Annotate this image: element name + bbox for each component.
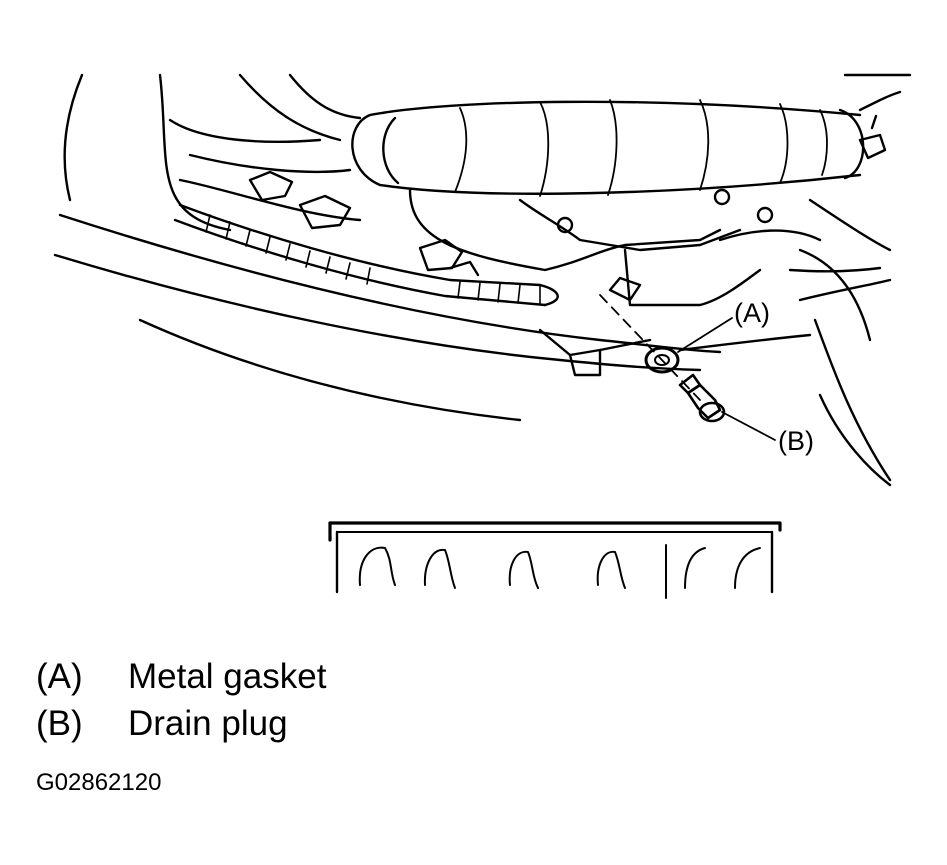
flange-right-3 bbox=[788, 266, 882, 273]
ribbed-hose-top bbox=[178, 203, 542, 287]
hose-lower-edge bbox=[178, 178, 362, 222]
hose-edge-inner bbox=[188, 153, 352, 174]
figure-code: G02862120 bbox=[36, 769, 162, 796]
drain-hole-flange bbox=[608, 276, 642, 302]
body-line-2 bbox=[53, 253, 702, 372]
intake-tube-folds bbox=[454, 99, 828, 197]
bolt-head-2 bbox=[713, 188, 731, 206]
engine-underside-illustration bbox=[53, 73, 912, 599]
hose-clamp-4 bbox=[448, 260, 480, 277]
oil-pan-edge bbox=[798, 248, 872, 342]
upper-arc bbox=[238, 73, 342, 142]
right-body-curve bbox=[818, 393, 892, 487]
oil-pan-lip bbox=[678, 333, 812, 352]
callout-a-label: (A) bbox=[734, 298, 770, 328]
flange-right-2 bbox=[808, 198, 892, 252]
oil-pan-body bbox=[623, 248, 762, 307]
metal-gasket bbox=[644, 346, 680, 374]
intake-tube-inner-end bbox=[382, 116, 400, 185]
intake-tube-top bbox=[368, 100, 862, 117]
leader-line-a bbox=[677, 317, 733, 353]
upper-arc-2 bbox=[288, 73, 362, 120]
drain-pan-oil-splashes bbox=[358, 546, 761, 589]
ribbed-hose-bottom bbox=[173, 218, 547, 307]
drain-plug bbox=[678, 373, 726, 423]
hose-ribs bbox=[205, 214, 541, 305]
metal-gasket-hole bbox=[654, 354, 670, 366]
legend-key: (B) bbox=[36, 704, 83, 743]
flange-right bbox=[798, 278, 892, 302]
intake-tube-bottom bbox=[378, 173, 862, 195]
hose-clamp-1 bbox=[248, 170, 294, 202]
bolt-head-1 bbox=[556, 216, 574, 234]
tube-bolt-stem bbox=[870, 114, 878, 130]
body-line-3 bbox=[138, 318, 522, 422]
oil-pan-lower bbox=[813, 318, 892, 482]
hose-bend bbox=[168, 118, 322, 144]
left-frame-curve bbox=[63, 73, 84, 202]
drain-pan bbox=[328, 521, 782, 599]
oil-pan-side bbox=[718, 229, 822, 242]
intake-tube-left-end bbox=[351, 113, 382, 187]
legend-label: Metal gasket bbox=[128, 657, 327, 696]
legend-label: Drain plug bbox=[128, 704, 288, 743]
drain-bracket-foot bbox=[598, 338, 652, 352]
hose-upper-edge bbox=[158, 73, 232, 232]
legend-key: (A) bbox=[36, 657, 83, 696]
bolt-head-3 bbox=[756, 206, 774, 224]
tube-bolt bbox=[858, 133, 887, 160]
drain-bracket bbox=[538, 328, 602, 377]
upper-right-curve bbox=[858, 90, 902, 112]
intake-tube-right-end bbox=[838, 108, 865, 180]
ribbed-hose-end bbox=[538, 283, 559, 307]
callout-b-label: (B) bbox=[778, 426, 814, 456]
wire-harness bbox=[408, 188, 722, 272]
leader-line-b bbox=[721, 411, 776, 441]
wire-harness-2 bbox=[518, 198, 742, 252]
hose-clamp-2 bbox=[298, 194, 352, 230]
